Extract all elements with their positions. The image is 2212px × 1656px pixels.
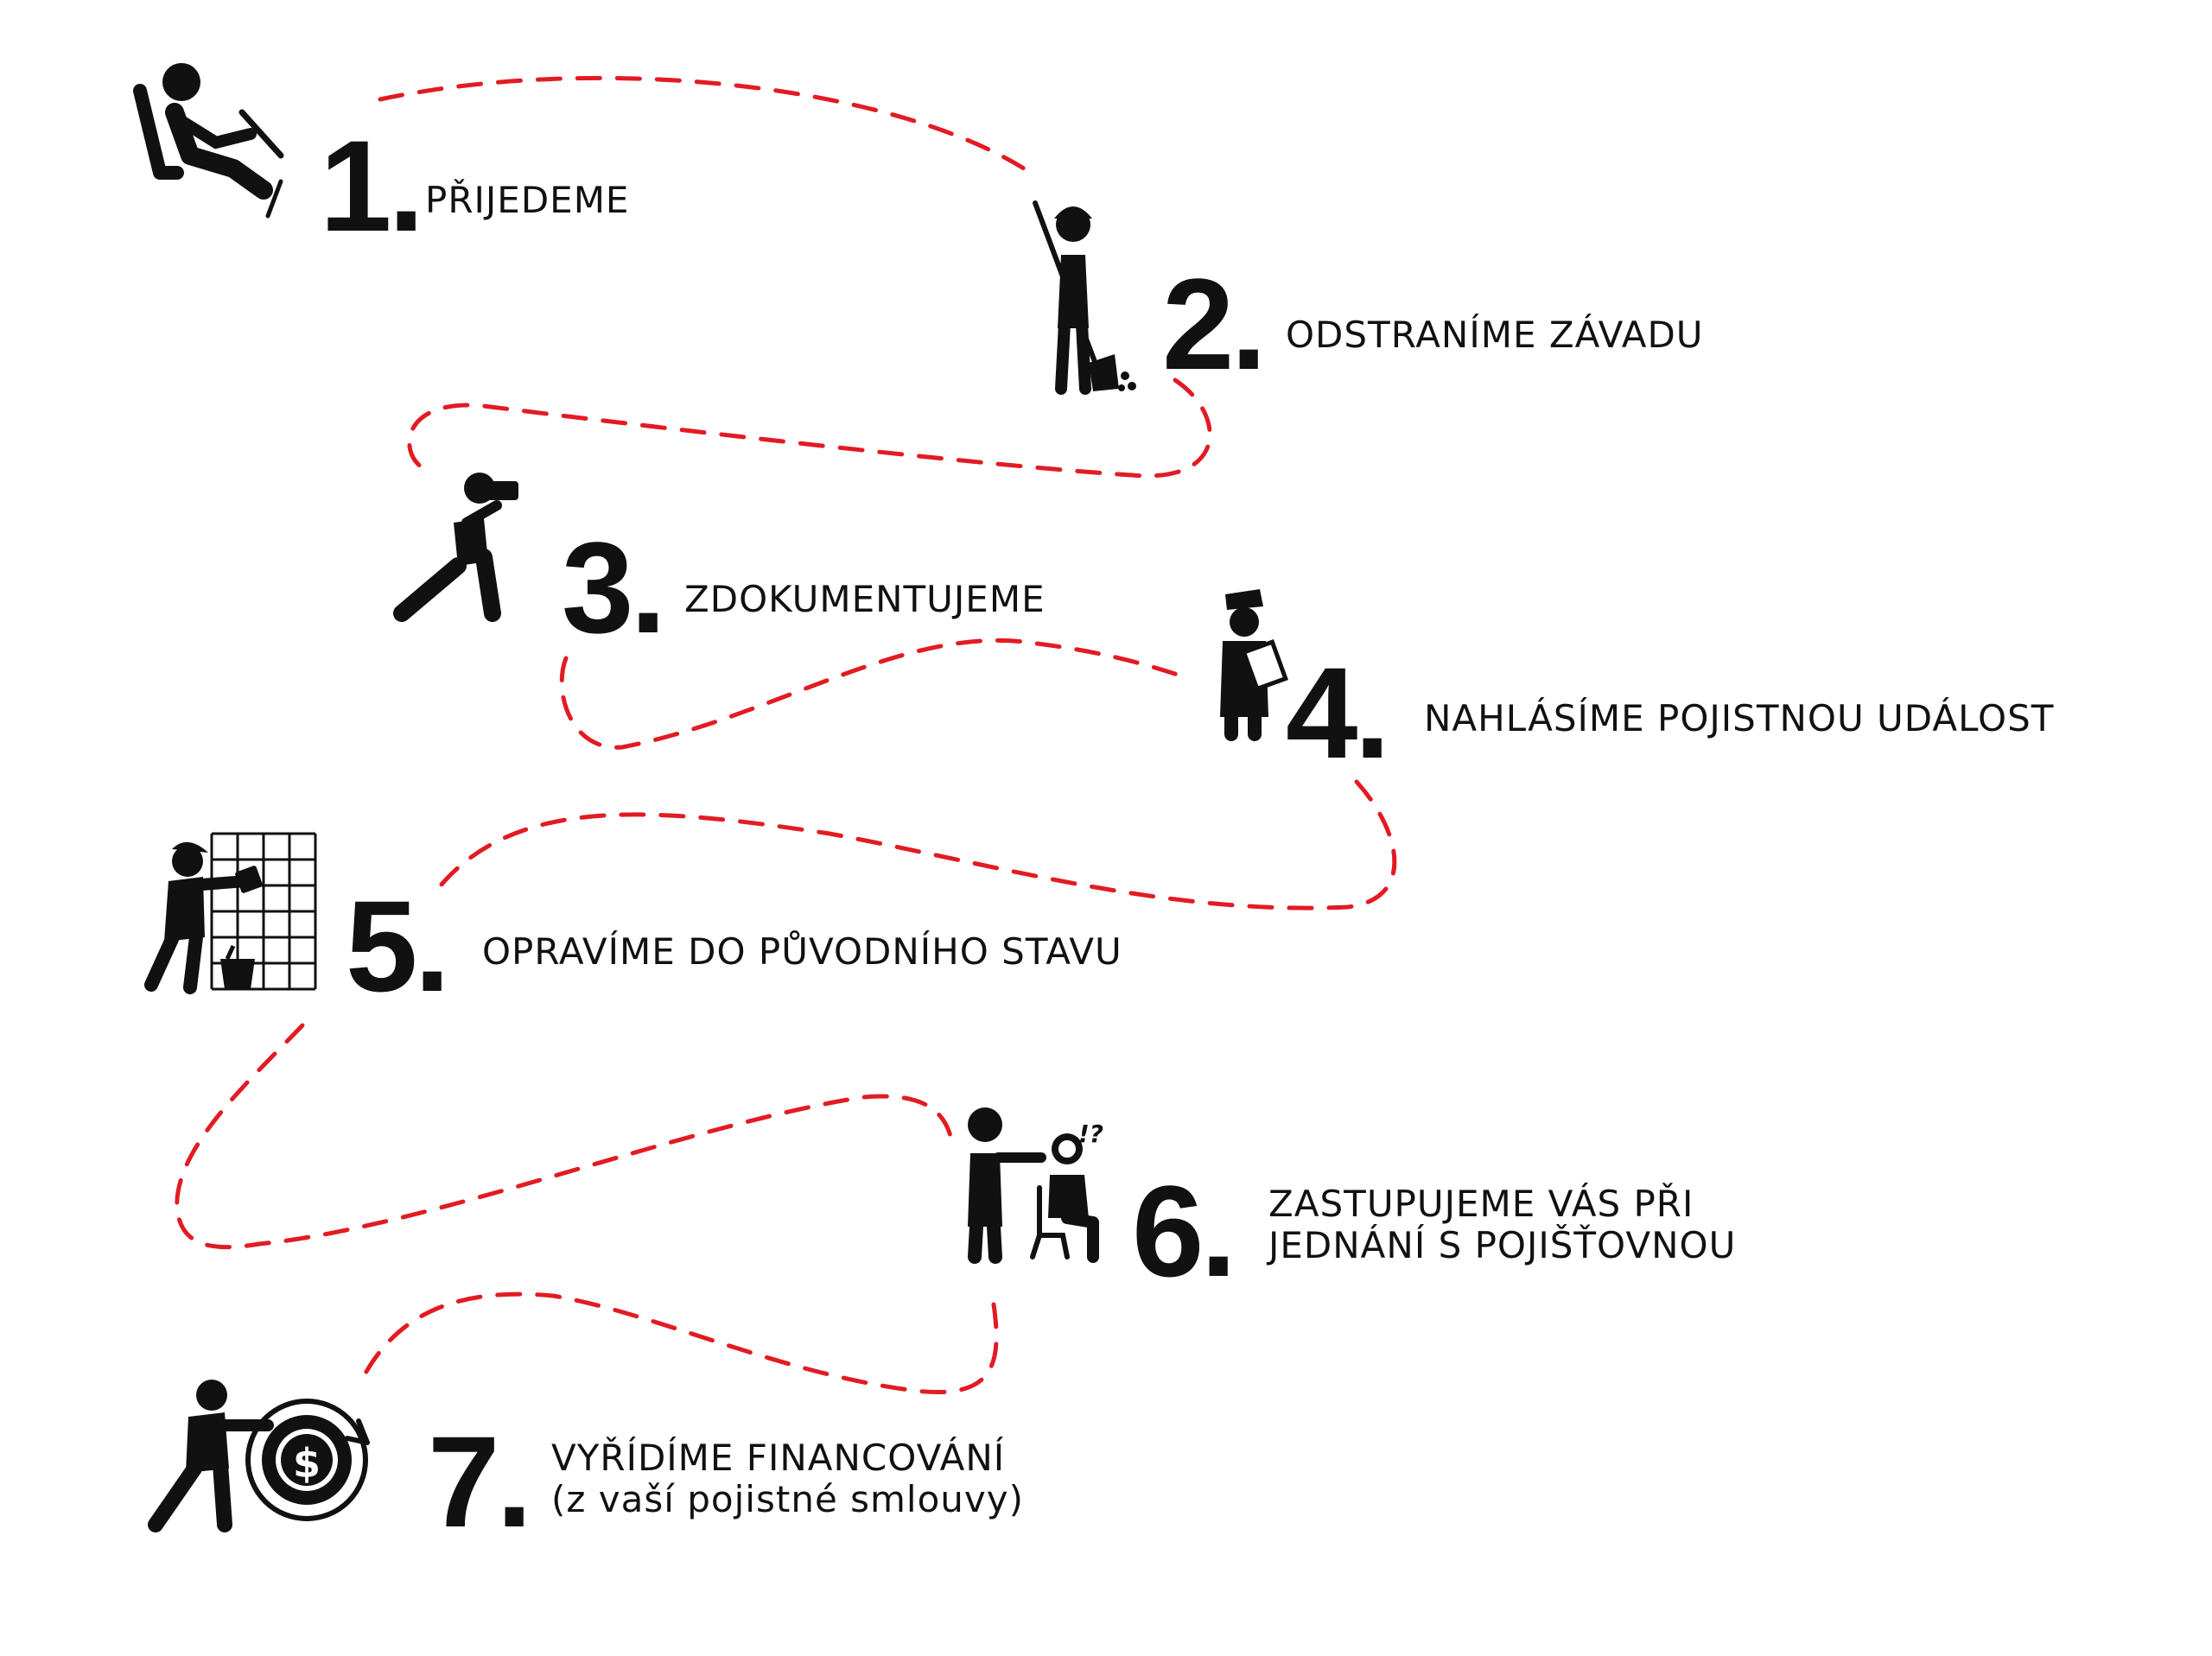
step-2-label: ODSTRANÍME ZÁVADU [1286,314,1704,356]
dollar-symbol: $ [293,1440,321,1487]
step-4-number: 4. [1286,640,1390,785]
step-2-label-line: ODSTRANÍME ZÁVADU [1286,314,1704,356]
step-4-label: NAHLÁSÍME POJISTNOU UDÁLOST [1424,698,2054,739]
sweeper-worker-icon [1033,200,1136,395]
step-2-number: 2. [1162,251,1267,397]
photographer-icon [393,473,518,622]
step-3-label: ZDOKUMENTUJEME [684,579,1046,620]
step-6-label: ZASTUPUJEME VÁS PŘI JEDNÁNÍ S POJIŠŤOVNO… [1268,1183,1736,1266]
step-6-label-line-1: ZASTUPUJEME VÁS PŘI [1268,1183,1694,1225]
step-5-label-line: OPRAVÍME DO PŮVODNÍHO STAVU [482,930,1122,973]
step-3-number: 3. [562,515,666,660]
dashed-route-line [175,75,1397,1394]
advisor-client-icon [968,1107,1099,1264]
step-1-number: 1. [320,113,424,258]
step-1-label-line: PŘIJEDEME [425,179,630,221]
step-5-label: OPRAVÍME DO PŮVODNÍHO STAVU [482,931,1122,973]
step-7-label: VYŘÍDÍME FINANCOVÁNÍ (z vaší pojistné sm… [551,1437,1024,1520]
step-7-label-line-2: (z vaší pojistné smlouvy) [551,1478,1025,1520]
step-3-label-line: ZDOKUMENTUJEME [684,578,1046,620]
policeman-clipboard-icon [1220,589,1288,741]
step-7-number: 7. [428,1409,532,1554]
tiler-worker-icon [144,832,317,994]
step-6-number: 6. [1132,1158,1236,1304]
step-4-label-line: NAHLÁSÍME POJISTNOU UDÁLOST [1424,697,2055,739]
step-6-label-line-2: JEDNÁNÍ S POJIŠŤOVNOU [1268,1224,1737,1266]
step-7-label-line-1: VYŘÍDÍME FINANCOVÁNÍ [551,1437,1006,1479]
money-gear-icon [148,1380,370,1532]
driver-icon [133,63,284,219]
step-1-label: PŘIJEDEME [425,180,629,221]
step-5-number: 5. [346,873,450,1018]
question-exclaim-mark: !? [1078,1120,1103,1148]
